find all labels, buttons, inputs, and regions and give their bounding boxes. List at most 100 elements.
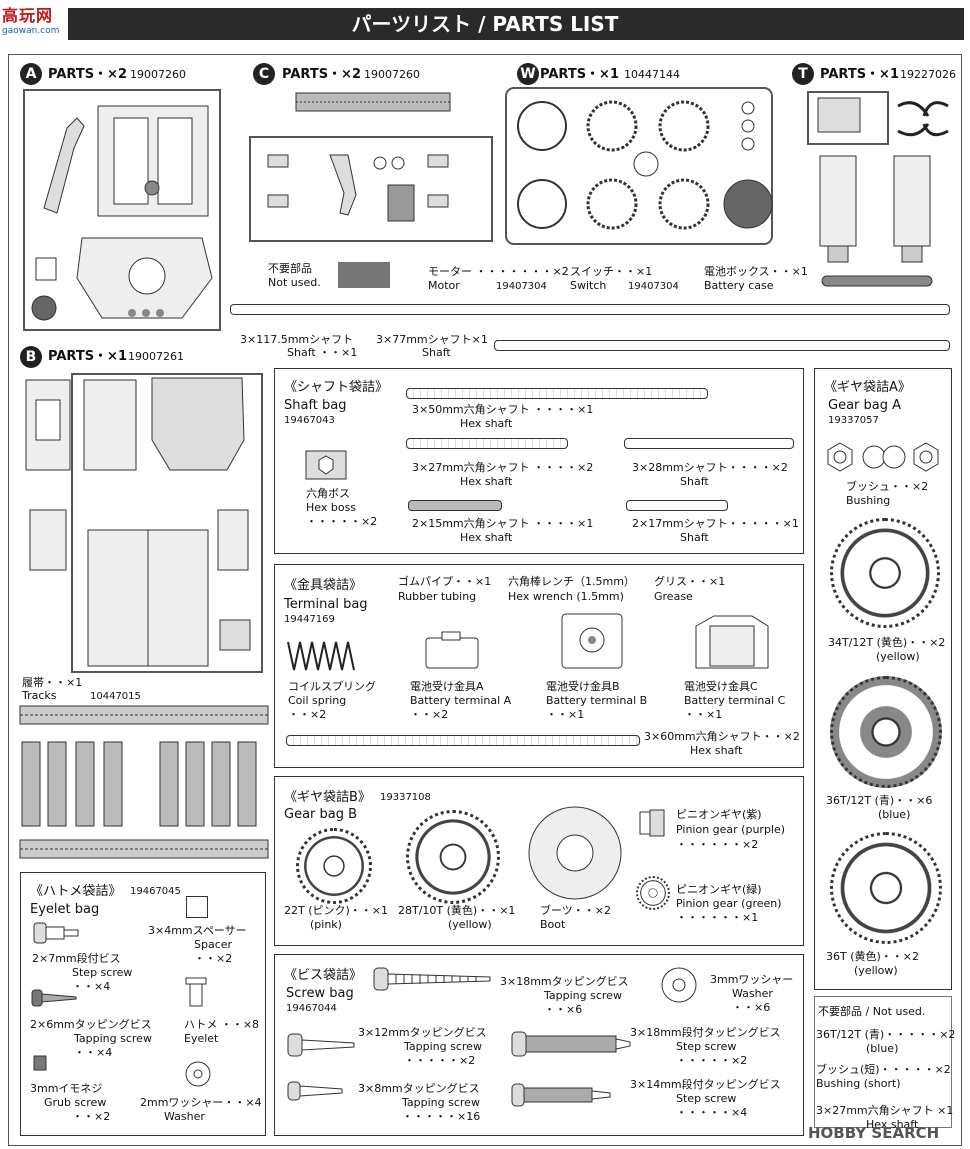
gear-bag-a-title-jp: 《ギヤ袋詰A》 — [824, 380, 911, 395]
coil-qty: ・・×2 — [288, 708, 327, 721]
step318-en: Step screw — [676, 1040, 737, 1053]
step314-qty: ・・・・・×4 — [676, 1106, 748, 1119]
termC-qty: ・・×1 — [684, 708, 723, 721]
unused-top-en: Not used. — [268, 276, 321, 289]
g22-jp: 22T (ピンク)・・×1 — [284, 904, 389, 917]
boss-qty: ・・・・・×2 — [306, 515, 378, 528]
hex50-en: Hex shaft — [460, 417, 513, 430]
sprue-letter-t: T — [792, 63, 814, 85]
unused-l3b: Hex shaft — [866, 1118, 919, 1131]
s17-jp: 2×17mmシャフト・・・・・×1 — [632, 517, 799, 530]
pinion-purple-jp: ピニオンギヤ(紫) — [676, 808, 762, 821]
grub-en: Grub screw — [44, 1096, 107, 1109]
battery-case-en: Battery case — [704, 279, 774, 292]
gear-bag-b-title-en: Gear bag B — [284, 807, 358, 822]
bushing-en: Bushing — [846, 494, 891, 507]
wrench-jp: 六角棒レンチ（1.5mm） — [508, 575, 635, 588]
tap312-jp: 3×12mmタッピングビス — [358, 1026, 487, 1039]
hex15-jp: 2×15mm六角シャフト ・・・・×1 — [412, 517, 594, 530]
tracks-jp: 履帯・・×1 — [22, 676, 83, 689]
eyelet-bag-title-en: Eyelet bag — [30, 902, 100, 917]
sprue-c-code: 19007260 — [364, 68, 420, 81]
step314-en: Step screw — [676, 1092, 737, 1105]
termB-qty: ・・×1 — [546, 708, 585, 721]
logo-url: gaowan.com — [2, 26, 60, 36]
g36t-jp: 36T (黄色)・・×2 — [826, 950, 920, 963]
tap312-qty: ・・・・・×2 — [404, 1054, 476, 1067]
unused-bottom-title: 不要部品 / Not used. — [818, 1005, 926, 1018]
unused-l2: ブッシュ(短)・・・・・×2 — [816, 1063, 951, 1076]
sprue-letter-w: W — [517, 63, 539, 85]
pinion-purple-en: Pinion gear (purple) — [676, 823, 786, 836]
termA-en: Battery terminal A — [410, 694, 512, 707]
g34-jp: 34T/12T (黄色)・・×2 — [828, 636, 946, 649]
pinion-green-en: Pinion gear (green) — [676, 897, 782, 910]
step-screw-3x18-drawing — [511, 1031, 631, 1057]
terminal-bag-title-jp: 《金具袋詰》 — [284, 578, 363, 593]
g34-en: (yellow) — [876, 650, 920, 663]
unused-l3: 3×27mm六角シャフト ×1 — [816, 1104, 954, 1117]
tap26-jp: 2×6mmタッピングビス — [30, 1018, 152, 1031]
g28-en: (yellow) — [448, 918, 492, 931]
sprue-a-drawing — [23, 89, 221, 331]
g28-jp: 28T/10T (黄色)・・×1 — [398, 904, 516, 917]
unused-bottom-box — [814, 996, 952, 1128]
logo-name: 高玩网 — [2, 6, 54, 25]
washer3-qty: ・・×6 — [732, 1001, 771, 1014]
shaft-bag-title-jp: 《シャフト袋詰》 — [284, 380, 389, 395]
termB-jp: 電池受け金具B — [546, 680, 620, 693]
tap26-qty: ・・×4 — [74, 1046, 113, 1059]
s28-jp: 3×28mmシャフト・・・・×2 — [632, 461, 788, 474]
battery-case-jp: 電池ボックス・・×1 — [704, 265, 808, 278]
gear-36t-12t — [830, 676, 942, 788]
pinion-green-jp: ピニオンギヤ(緑) — [676, 883, 762, 896]
gear-bag-b-code: 19337108 — [380, 792, 431, 803]
terminal-bag-title-en: Terminal bag — [284, 597, 368, 612]
bushing-drawing — [827, 442, 939, 472]
tap38-en: Tapping screw — [402, 1096, 480, 1109]
termC-en: Battery terminal C — [684, 694, 786, 707]
coil-jp: コイルスプリング — [288, 680, 376, 693]
boot-drawing — [528, 806, 622, 900]
site-logo: 高玩网 gaowan.com — [2, 2, 66, 40]
sprue-b-code: 19007261 — [128, 350, 184, 363]
spacer-qty: ・・×2 — [194, 952, 233, 965]
motor-en: Motor — [428, 279, 460, 292]
shaft-17mm — [626, 500, 728, 511]
rubber-en: Rubber tubing — [398, 590, 477, 603]
spacer-jp: 3×4mmスペーサー — [148, 924, 247, 937]
parts-list-frame — [8, 54, 962, 1146]
tap318-qty: ・・×6 — [544, 1003, 583, 1016]
sprue-w-label: PARTS・×1 — [540, 67, 619, 82]
rubber-jp: ゴムパイプ・・×1 — [398, 575, 492, 588]
shaft-117-5mm — [230, 304, 950, 315]
eyelet-jp: ハトメ ・・×8 — [184, 1018, 260, 1031]
hex-shaft-60mm — [286, 735, 640, 746]
grease-en: Grease — [654, 590, 693, 603]
g36-jp: 36T/12T (青)・・×6 — [826, 794, 933, 807]
tap312-en: Tapping screw — [404, 1040, 482, 1053]
motor-jp: モーター ・・・・・・・×2 — [428, 265, 569, 278]
tapping-screw-2x6-drawing — [31, 989, 77, 1007]
coil-en: Coil spring — [288, 694, 347, 707]
screw-bag-title-en: Screw bag — [286, 986, 354, 1001]
washer3-jp: 3mmワッシャー — [710, 973, 794, 986]
shaft-bag-title-en: Shaft bag — [284, 398, 347, 413]
hex-shaft-27mm — [406, 438, 568, 449]
s28-en: Shaft — [680, 475, 709, 488]
tracks-drawing — [19, 705, 269, 859]
sprue-b-drawing — [25, 373, 263, 673]
header: 高玩网 gaowan.com パーツリスト / PARTS LIST — [0, 0, 970, 46]
grub-screw-drawing — [33, 1055, 47, 1071]
step27-jp: 2×7mm段付ビス — [32, 952, 121, 965]
sprue-c-drawing — [249, 92, 493, 242]
tracks-en: Tracks — [22, 689, 57, 702]
terminal-c-drawing — [695, 615, 769, 669]
shaft-28mm — [624, 438, 794, 449]
sprue-t-label: PARTS・×1 — [820, 67, 899, 82]
step27-qty: ・・×4 — [72, 980, 111, 993]
gear-bag-b-title-jp: 《ギヤ袋詰B》 — [284, 790, 371, 805]
termC-jp: 電池受け金具C — [684, 680, 758, 693]
washer2-en: Washer — [164, 1110, 205, 1123]
sprue-a-code: 19007260 — [130, 68, 186, 81]
